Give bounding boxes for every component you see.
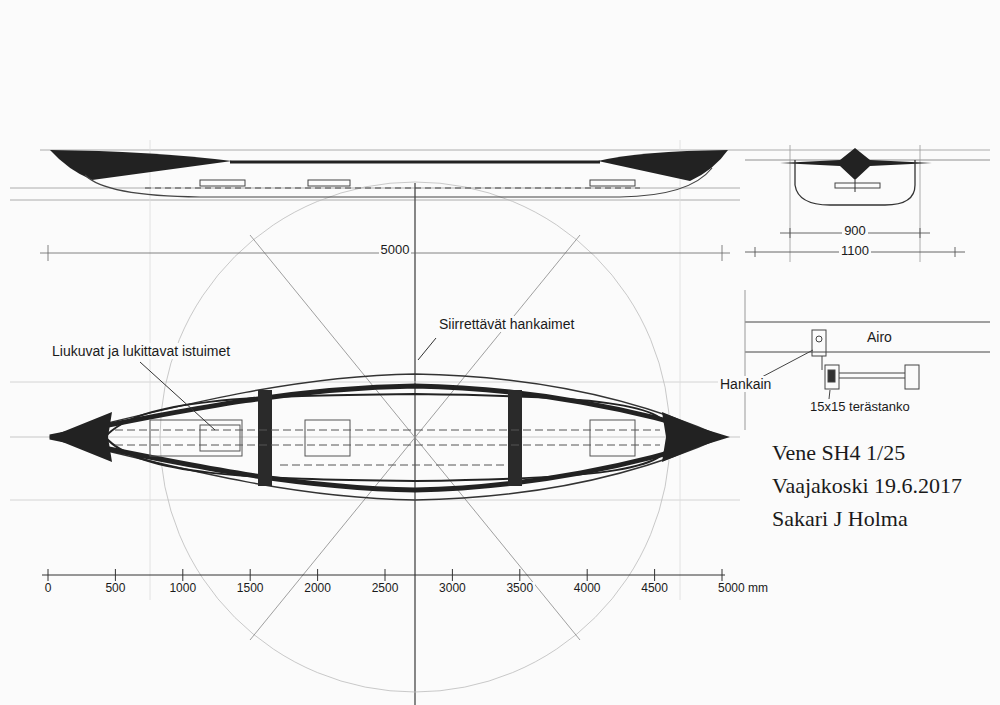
place-date: Vaajakoski 19.6.2017 xyxy=(770,473,964,498)
scale-number: 2500 xyxy=(370,582,401,596)
scale-number: 4000 xyxy=(572,582,603,596)
scale-number: 3000 xyxy=(437,582,468,596)
dimension: 1100 xyxy=(839,244,871,259)
title-text: Vene SH4 1/25 xyxy=(770,440,907,465)
scale-number: 1500 xyxy=(235,582,266,596)
dimension: 900 xyxy=(842,224,868,239)
part-label: Airo xyxy=(865,329,894,345)
author-name: Sakari J Holma xyxy=(770,506,910,531)
scale-number: 0 xyxy=(43,582,54,596)
part-label: Siirrettävät hankaimet xyxy=(437,316,576,332)
part-label: 15x15 terästanko xyxy=(808,400,912,415)
scale-number: 500 xyxy=(103,582,127,596)
scale-number: 4500 xyxy=(639,582,670,596)
scale-number: 3500 xyxy=(504,582,535,596)
part-label: Hankain xyxy=(718,376,773,392)
scale-number: 5000 mm xyxy=(716,582,770,596)
scale-number: 1000 xyxy=(167,582,198,596)
part-label: Liukuvat ja lukittavat istuimet xyxy=(50,343,232,359)
dimension: 5000 xyxy=(379,243,412,258)
scale-number: 2000 xyxy=(302,582,333,596)
